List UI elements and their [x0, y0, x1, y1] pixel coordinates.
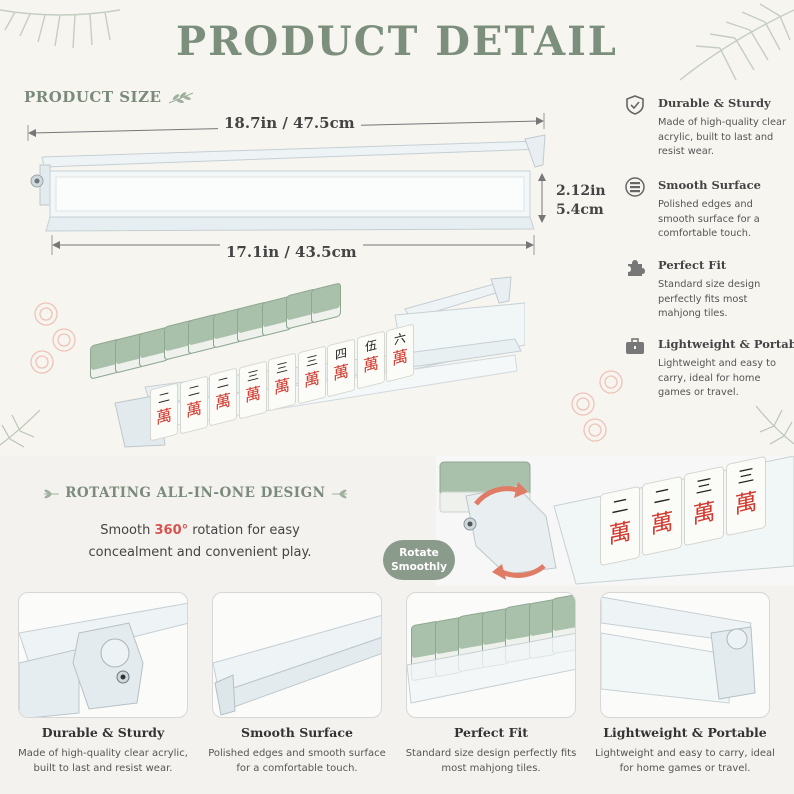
- zoom-mahjong-tile: 二萬: [642, 475, 682, 557]
- card-title: Perfect Fit: [453, 725, 529, 740]
- card-durable: [18, 592, 188, 718]
- page-title: PRODUCT DETAIL: [176, 18, 618, 65]
- card-smooth: [212, 592, 382, 718]
- feature-description: Made of high-quality clear acrylic, buil…: [658, 117, 787, 157]
- mahjong-tile: 二萬: [209, 367, 237, 427]
- zoom-mahjong-tile: 三萬: [684, 465, 724, 547]
- feature-title: Perfect Fit: [658, 258, 727, 272]
- tile-suit: 萬: [734, 488, 758, 520]
- rack-end-closeup-image: [19, 602, 187, 717]
- mahjong-tile: 三萬: [238, 360, 267, 420]
- mahjong-tile: 六萬: [386, 323, 414, 383]
- rotating-label: ROTATING ALL-IN-ONE DESIGN: [42, 485, 349, 501]
- feature-title: Smooth Surface: [658, 178, 761, 192]
- card-title: Smooth Surface: [241, 725, 353, 740]
- height-cm-label: 5.4cm: [556, 202, 604, 218]
- rack-size-illustration: [27, 113, 546, 255]
- zoom-mahjong-tile: 三萬: [726, 455, 766, 537]
- mahjong-tile: 二萬: [150, 382, 178, 442]
- coin-circles-right-icon: [571, 370, 623, 442]
- tile-suit: 萬: [214, 390, 231, 414]
- mahjong-tile: 四萬: [327, 338, 355, 398]
- tile-suit: 萬: [650, 508, 674, 540]
- product-size-label: PRODUCT SIZE: [24, 88, 195, 106]
- rotation-degree: 360°: [154, 523, 189, 538]
- palm-leaf-top-left-icon: [0, 9, 121, 49]
- top-length-label: 18.7in / 47.5cm: [218, 114, 361, 132]
- palm-leaf-top-right-icon: [679, 3, 794, 81]
- tile-suit: 萬: [608, 518, 632, 550]
- layers-icon: [624, 176, 646, 198]
- mahjong-tile: 三萬: [297, 345, 326, 405]
- suitcase-icon: [624, 335, 646, 357]
- card-title: Durable & Sturdy: [41, 725, 165, 740]
- feature-description: Lightweight and easy to carry, ideal for…: [658, 358, 777, 398]
- sprig-icon: [169, 92, 194, 104]
- card-title: Lightweight & Portable: [603, 725, 767, 740]
- coin-circles-left-icon: [30, 302, 76, 374]
- height-in-label: 2.12in: [556, 183, 606, 199]
- card-description: Polished edges and smooth surface for a …: [208, 748, 386, 774]
- tile-suit: 萬: [692, 498, 716, 530]
- feature-title: Lightweight & Portable: [658, 337, 794, 351]
- feature-description: Standard size design perfectly fits most…: [658, 279, 761, 319]
- card-description: Made of high-quality clear acrylic, buil…: [18, 748, 188, 774]
- sprig-right-icon: [331, 489, 347, 498]
- feature-description: Polished edges and smooth surface for a …: [658, 199, 760, 239]
- card-portable: [600, 592, 770, 718]
- rack-edge-closeup-image: [213, 615, 381, 716]
- mahjong-tile: 三萬: [268, 352, 296, 412]
- tile-suit: 萬: [273, 375, 290, 399]
- card-description: Lightweight and easy to carry, ideal for…: [595, 748, 775, 774]
- palm-leaf-right-icon: [755, 405, 794, 445]
- rotating-description: Smooth 360° rotation for easy concealmen…: [88, 523, 312, 560]
- shield-icon: [624, 94, 646, 116]
- mahjong-tile: 伍萬: [356, 330, 385, 390]
- tile-suit: 萬: [362, 353, 379, 377]
- feature-title: Durable & Sturdy: [658, 96, 771, 110]
- puzzle-icon: [624, 256, 646, 278]
- bottom-length-label: 17.1in / 43.5cm: [220, 243, 363, 261]
- zoom-mahjong-tile: 二萬: [600, 485, 640, 567]
- rack-tray-image: [407, 632, 575, 704]
- card-fit: [406, 592, 576, 718]
- rack-end-rear-image: [601, 596, 756, 704]
- palm-leaf-left-icon: [0, 409, 41, 448]
- card-description: Standard size design perfectly fits most…: [405, 748, 577, 774]
- mahjong-tile: 二萬: [179, 375, 208, 435]
- sprig-left-icon: [44, 489, 59, 498]
- rotate-smoothly-badge: Rotate Smoothly: [383, 540, 455, 580]
